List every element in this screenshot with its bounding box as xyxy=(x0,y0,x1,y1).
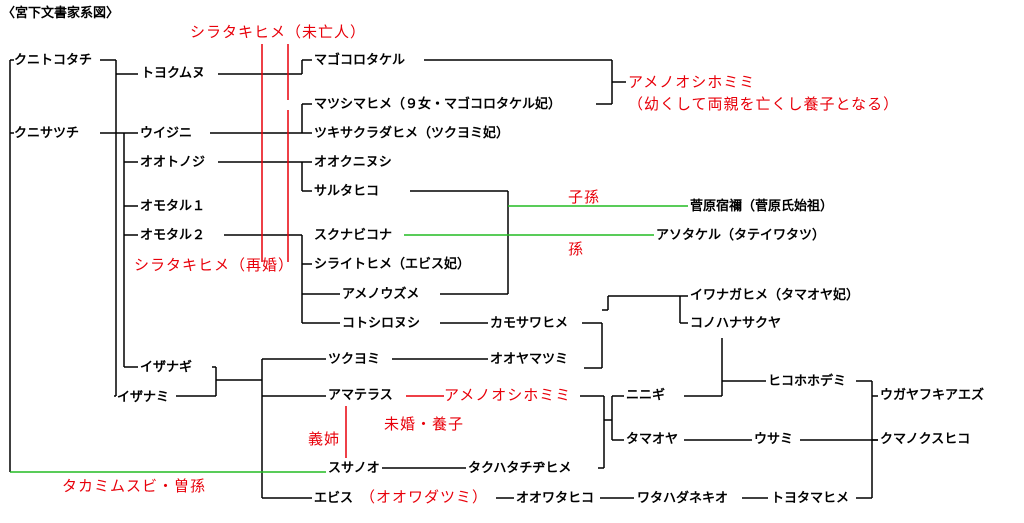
node-omotaru2: オモタル２ xyxy=(140,228,206,243)
node-watahadanekio: ワタハダネキオ xyxy=(637,491,729,506)
node-kunisatsuchi: クニサツチ xyxy=(14,126,80,141)
note-sister-in-law: 義姉 xyxy=(308,430,341,448)
node-oowatahiko: オオワタヒコ xyxy=(516,491,595,506)
node-uijini: ウイジニ xyxy=(140,126,193,141)
note-takamimusubi: タカミムスビ・曽孫 xyxy=(62,477,207,495)
node-hikohohodemi: ヒコホホデミ xyxy=(768,374,847,389)
node-tsukisakuradahime: ツキサクラダヒメ（ツクヨミ妃） xyxy=(314,126,510,141)
node-ooyamatsumi: オオヤマツミ xyxy=(490,352,569,367)
node-ootonoji: オオトノジ xyxy=(140,155,206,170)
node-sukunabikona: スクナビコナ xyxy=(314,228,393,243)
node-susanoo: スサノオ xyxy=(328,461,380,476)
node-tamaoya: タマオヤ xyxy=(626,432,679,447)
note-oowadatsumi: （オオワダツミ） xyxy=(360,488,489,506)
node-asotakeru: アソタケル（タテイワタツ） xyxy=(656,228,826,243)
note-amenooshihomimi: アメノオシホミミ xyxy=(628,73,756,91)
node-ookuninushi: オオクニヌシ xyxy=(314,155,392,170)
node-kunitokotachi: クニトコタチ xyxy=(14,53,93,68)
node-toyotamahime: トヨタマヒメ xyxy=(771,491,850,506)
node-ninigi: ニニギ xyxy=(626,388,666,403)
node-sarutahiko: サルタヒコ xyxy=(314,184,380,199)
node-magokorotakeru: マゴコロタケル xyxy=(314,53,406,68)
node-omotaru1: オモタル１ xyxy=(140,199,206,214)
note-amenooshihomimi-2: アメノオシホミミ xyxy=(444,386,572,404)
note-amenooshihomimi-adoption: （幼くして両親を亡くし養子となる） xyxy=(628,95,900,113)
node-konohanasakuya: コノハナサクヤ xyxy=(690,316,782,331)
node-izanami: イザナミ xyxy=(117,390,170,405)
node-amenouzume: アメノウズメ xyxy=(342,287,420,302)
note-grandchild: 孫 xyxy=(568,240,585,258)
node-tsukuyomi: ツクヨミ xyxy=(328,352,381,367)
node-amaterasu: アマテラス xyxy=(328,388,393,403)
note-shiratakihime-remarriage: シラタキヒメ（再婚） xyxy=(134,256,295,274)
diagram-title: 〈宮下文書家系図〉 xyxy=(2,6,120,21)
node-shiraitohime: シライトヒメ（エビス妃） xyxy=(314,257,471,272)
node-toyokumunu: トヨクムヌ xyxy=(141,66,205,81)
node-takuhatachijihime: タクハタチヂヒメ xyxy=(468,461,572,476)
node-kamosawahime: カモサワヒメ xyxy=(490,316,569,331)
node-iwanagahime: イワナガヒメ（タマオヤ妃） xyxy=(690,288,860,303)
node-usami: ウサミ xyxy=(754,432,794,447)
note-unmarried-adopted: 未婚・養子 xyxy=(384,415,465,433)
node-sugawara: 菅原宿禰（菅原氏始祖） xyxy=(690,199,834,214)
note-shiratakihime-widow: シラタキヒメ（未亡人） xyxy=(190,23,367,41)
node-ebisu: エビス xyxy=(314,491,354,506)
note-descendant: 子孫 xyxy=(568,188,601,206)
node-kumanokusuhiko: クマノクスヒコ xyxy=(880,432,971,447)
node-matsushimahime: マツシマヒメ（９女・マゴコロタケル妃） xyxy=(314,97,562,112)
node-izanagi: イザナギ xyxy=(140,360,193,375)
node-kotoshironushi: コトシロヌシ xyxy=(342,316,421,331)
node-ugayafukiaezu: ウガヤフキアエズ xyxy=(880,388,985,403)
